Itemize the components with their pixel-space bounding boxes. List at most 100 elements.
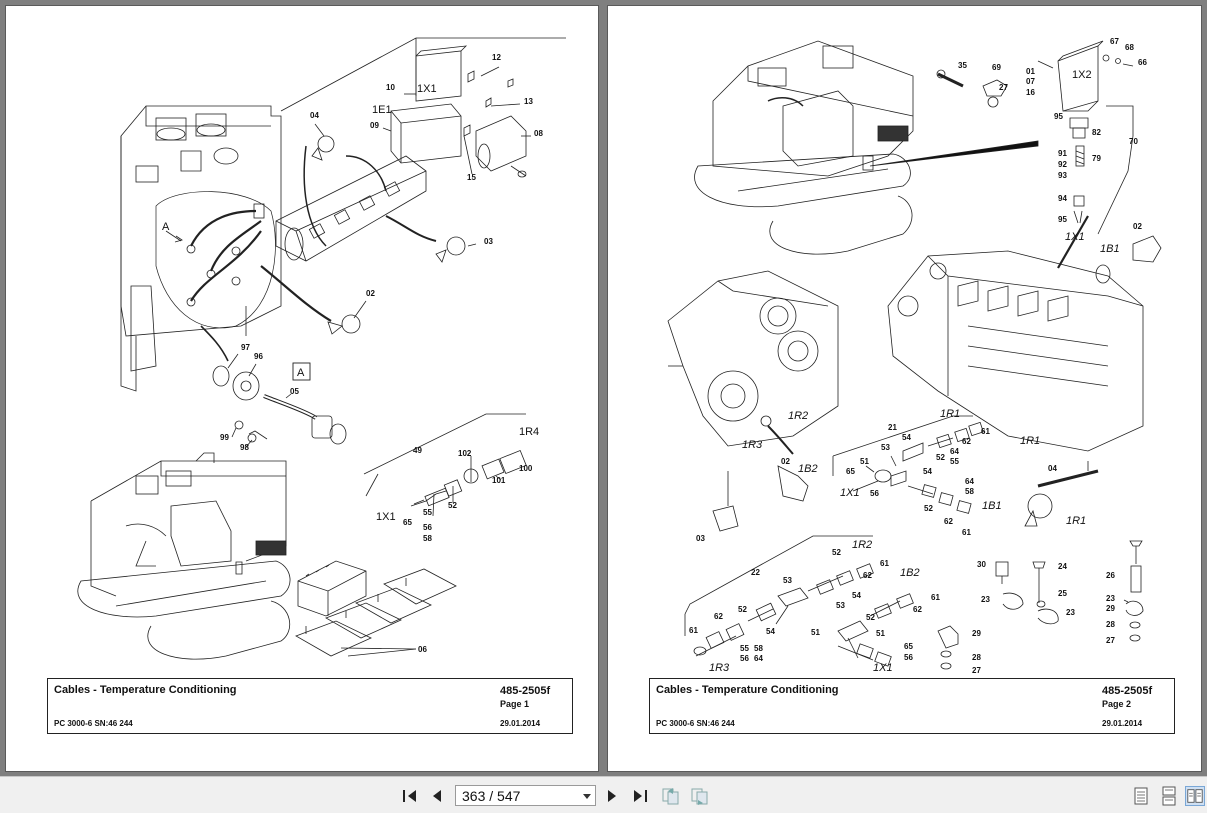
callout: 03 bbox=[484, 237, 493, 246]
callout: 10 bbox=[386, 83, 395, 92]
callout: 1R3 bbox=[709, 662, 730, 674]
callout: 49 bbox=[413, 446, 422, 455]
callout: 51 bbox=[876, 629, 885, 638]
callout: 91 bbox=[1058, 149, 1067, 158]
callout: 64 bbox=[754, 654, 763, 663]
callout: 1R2 bbox=[852, 539, 872, 551]
callout: 54 bbox=[766, 627, 775, 636]
parts-diagram-1 bbox=[77, 37, 566, 660]
callout: 55 bbox=[423, 508, 432, 517]
continuous-page-icon[interactable] bbox=[1159, 786, 1179, 806]
single-page-icon[interactable] bbox=[1131, 786, 1151, 806]
document-page-1: 12 10 1X1 13 04 1E1 09 08 15 A 03 02 97 … bbox=[5, 5, 599, 772]
callout: 65 bbox=[846, 467, 855, 476]
callout: 03 bbox=[696, 534, 705, 543]
first-page-icon[interactable] bbox=[400, 786, 420, 806]
callout: 58 bbox=[754, 644, 763, 653]
callout: 30 bbox=[977, 560, 986, 569]
callout: 53 bbox=[783, 576, 792, 585]
callout: 99 bbox=[220, 433, 229, 442]
callout: 52 bbox=[448, 501, 457, 510]
callout: 22 bbox=[751, 568, 760, 577]
callout: 16 bbox=[1026, 88, 1035, 97]
callout: 13 bbox=[524, 97, 533, 106]
callout: 52 bbox=[866, 613, 875, 622]
machine-model: PC 3000-6 SN:46 244 bbox=[656, 719, 735, 728]
callout: 61 bbox=[981, 427, 990, 436]
callout: 65 bbox=[403, 518, 412, 527]
callout: 26 bbox=[1106, 571, 1115, 580]
callout: 27 bbox=[972, 666, 981, 675]
callout: 65 bbox=[904, 642, 913, 651]
callout: 29 bbox=[1106, 604, 1115, 613]
callout: 1B2 bbox=[900, 567, 920, 579]
callout: 35 bbox=[958, 61, 967, 70]
callout: 25 bbox=[1058, 589, 1067, 598]
callout: 21 bbox=[888, 423, 897, 432]
prev-page-icon[interactable] bbox=[427, 786, 447, 806]
chevron-down-icon bbox=[583, 794, 591, 799]
next-page-icon[interactable] bbox=[602, 786, 622, 806]
callout: 64 bbox=[950, 447, 959, 456]
callout: 24 bbox=[1058, 562, 1067, 571]
callout: 55 bbox=[950, 457, 959, 466]
callout: 1B1 bbox=[1100, 243, 1120, 255]
go-forward-icon[interactable] bbox=[690, 786, 710, 806]
callout: 27 bbox=[1106, 636, 1115, 645]
callout: 82 bbox=[1092, 128, 1101, 137]
callout: 54 bbox=[852, 591, 861, 600]
callout: 1R4 bbox=[519, 426, 539, 438]
callout: 23 bbox=[1106, 594, 1115, 603]
callout: 54 bbox=[923, 467, 932, 476]
callout: 62 bbox=[913, 605, 922, 614]
callout: 53 bbox=[836, 601, 845, 610]
last-page-icon[interactable] bbox=[630, 786, 650, 806]
title-block-1: Cables - Temperature Conditioning 485-25… bbox=[47, 678, 573, 734]
viewer-toolbar: 363 / 547 bbox=[0, 776, 1207, 813]
page-number-select[interactable]: 363 / 547 bbox=[455, 785, 596, 806]
callout: 62 bbox=[962, 437, 971, 446]
callout: 58 bbox=[965, 487, 974, 496]
callout: 02 bbox=[366, 289, 375, 298]
detail-marker: A bbox=[297, 367, 305, 379]
callout: 55 bbox=[740, 644, 749, 653]
callout: 93 bbox=[1058, 171, 1067, 180]
callout: 95 bbox=[1058, 215, 1067, 224]
callout: 01 bbox=[1026, 67, 1035, 76]
drawing-date: 29.01.2014 bbox=[1102, 719, 1143, 728]
callout: 1X1 bbox=[873, 662, 893, 674]
callout: 1R2 bbox=[788, 410, 808, 422]
callout-labels-2: 35 69 27 67 68 66 01 07 16 1X2 95 82 70 … bbox=[689, 37, 1147, 675]
callout: 69 bbox=[992, 63, 1001, 72]
callout: 56 bbox=[870, 489, 879, 498]
callout: 56 bbox=[423, 523, 432, 532]
callout: 94 bbox=[1058, 194, 1067, 203]
callout: 61 bbox=[880, 559, 889, 568]
callout: 1R3 bbox=[742, 439, 763, 451]
callout: 64 bbox=[965, 477, 974, 486]
callout: 1R1 bbox=[940, 408, 960, 420]
facing-pages-icon[interactable] bbox=[1185, 786, 1205, 806]
callout: 61 bbox=[689, 626, 698, 635]
callout: 54 bbox=[902, 433, 911, 442]
page-indicator: 363 / 547 bbox=[462, 788, 521, 804]
callout: 1X1 bbox=[376, 511, 396, 523]
callout: 28 bbox=[972, 653, 981, 662]
callout: 1X1 bbox=[1065, 231, 1085, 243]
callout: 62 bbox=[863, 571, 872, 580]
callout: 27 bbox=[999, 83, 1008, 92]
callout: 68 bbox=[1125, 43, 1134, 52]
drawing-code: 485-2505f bbox=[1102, 685, 1153, 697]
callout: 09 bbox=[370, 121, 379, 130]
go-back-icon[interactable] bbox=[661, 786, 681, 806]
drawing-title: Cables - Temperature Conditioning bbox=[656, 684, 839, 696]
drawing-title: Cables - Temperature Conditioning bbox=[54, 684, 237, 696]
callout: 66 bbox=[1138, 58, 1147, 67]
callout: 1E1 bbox=[372, 104, 392, 116]
callout: 12 bbox=[492, 53, 501, 62]
callout: 95 bbox=[1054, 112, 1063, 121]
callout: 97 bbox=[241, 343, 250, 352]
callout: 1R1 bbox=[1020, 435, 1040, 447]
callout: 61 bbox=[962, 528, 971, 537]
callout: 1B2 bbox=[798, 463, 818, 475]
